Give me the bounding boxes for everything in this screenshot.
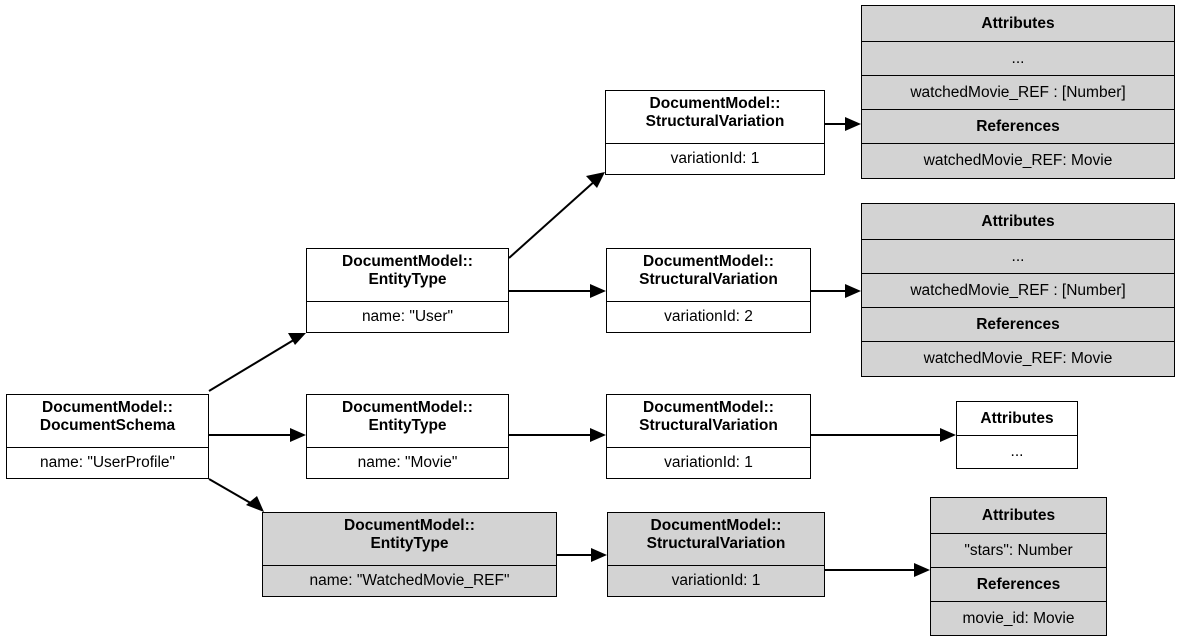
node-structural-variation-user-2-title-line1: DocumentModel:: bbox=[643, 253, 774, 270]
node-structural-variation-user-1-attr-variationid: variationId: 1 bbox=[606, 143, 824, 174]
edge-variation-movie1-to-details bbox=[811, 428, 956, 442]
node-structural-variation-movie-1-attr-variationid: variationId: 1 bbox=[607, 447, 810, 478]
edge-variation-user2-to-details bbox=[811, 284, 861, 298]
node-details-user-2-ref-watchedmovie-ref: watchedMovie_REF: Movie bbox=[862, 341, 1174, 376]
node-details-user-2-attr-ellipsis: ... bbox=[862, 239, 1174, 273]
node-structural-variation-user-1[interactable]: DocumentModel:: StructuralVariation vari… bbox=[605, 90, 825, 175]
node-entity-type-movie-attr-name: name: "Movie" bbox=[307, 447, 508, 478]
edge-movie-to-variation-1 bbox=[509, 428, 606, 442]
node-details-movie-1-attributes-header: Attributes bbox=[980, 409, 1054, 427]
node-details-user-1-attr-watchedmovie-ref: watchedMovie_REF : [Number] bbox=[862, 75, 1174, 109]
node-details-user-2[interactable]: Attributes ... watchedMovie_REF : [Numbe… bbox=[861, 203, 1175, 377]
node-entity-type-user-title-line1: DocumentModel:: bbox=[342, 253, 473, 270]
node-structural-variation-user-2-attr-variationid: variationId: 2 bbox=[607, 301, 810, 332]
node-document-schema-title-line1: DocumentModel:: bbox=[42, 399, 173, 416]
edge-user-to-variation-1 bbox=[508, 172, 605, 259]
node-entity-type-movie[interactable]: DocumentModel:: EntityType name: "Movie" bbox=[306, 394, 509, 479]
node-document-schema-title-line2: DocumentSchema bbox=[39, 416, 176, 434]
node-entity-type-movie-title-line2: EntityType bbox=[368, 416, 447, 434]
edge-schema-to-user bbox=[208, 333, 306, 392]
node-structural-variation-user-1-title: DocumentModel:: StructuralVariation bbox=[606, 91, 824, 143]
edge-schema-to-movie bbox=[209, 428, 306, 442]
node-details-ref-1-ref-movie-id: movie_id: Movie bbox=[931, 601, 1106, 635]
node-details-user-1[interactable]: Attributes ... watchedMovie_REF : [Numbe… bbox=[861, 5, 1175, 179]
node-details-user-2-attributes-header: Attributes bbox=[981, 212, 1055, 230]
node-details-user-1-attributes-header: Attributes bbox=[981, 14, 1055, 32]
node-document-schema-attr-name: name: "UserProfile" bbox=[7, 447, 208, 478]
node-structural-variation-user-1-title-line2: StructuralVariation bbox=[645, 112, 785, 130]
node-entity-type-movie-title-line1: DocumentModel:: bbox=[342, 399, 473, 416]
node-entity-type-user-title-line2: EntityType bbox=[368, 270, 447, 288]
node-entity-type-user-title: DocumentModel:: EntityType bbox=[307, 249, 508, 301]
node-details-ref-1[interactable]: Attributes "stars": Number References mo… bbox=[930, 497, 1107, 636]
edge-schema-to-watchedmovie-ref bbox=[208, 478, 264, 512]
node-details-user-1-attr-ellipsis: ... bbox=[862, 41, 1174, 75]
node-document-schema[interactable]: DocumentModel:: DocumentSchema name: "Us… bbox=[6, 394, 209, 479]
node-details-user-1-references-header: References bbox=[862, 109, 1174, 143]
edge-user-to-variation-2 bbox=[509, 284, 606, 298]
edge-variation-ref1-to-details bbox=[825, 563, 930, 577]
node-structural-variation-user-2[interactable]: DocumentModel:: StructuralVariation vari… bbox=[606, 248, 811, 333]
node-entity-type-movie-title: DocumentModel:: EntityType bbox=[307, 395, 508, 447]
node-details-ref-1-references-header: References bbox=[931, 567, 1106, 601]
node-structural-variation-ref-1-title-line1: DocumentModel:: bbox=[650, 517, 782, 534]
node-entity-type-watchedmovie-ref-title: DocumentModel:: EntityType bbox=[263, 513, 556, 565]
edge-watchedmovie-ref-to-variation-1 bbox=[557, 548, 607, 562]
node-entity-type-user-attr-name: name: "User" bbox=[307, 301, 508, 332]
node-structural-variation-user-2-title-line2: StructuralVariation bbox=[639, 270, 778, 288]
node-details-movie-1-attr-ellipsis: ... bbox=[957, 435, 1077, 468]
node-structural-variation-movie-1[interactable]: DocumentModel:: StructuralVariation vari… bbox=[606, 394, 811, 479]
node-entity-type-watchedmovie-ref-title-line1: DocumentModel:: bbox=[344, 517, 475, 534]
node-entity-type-watchedmovie-ref[interactable]: DocumentModel:: EntityType name: "Watche… bbox=[262, 512, 557, 597]
node-structural-variation-user-1-title-line1: DocumentModel:: bbox=[649, 95, 781, 112]
node-details-ref-1-attributes-header: Attributes bbox=[981, 506, 1056, 524]
node-entity-type-user[interactable]: DocumentModel:: EntityType name: "User" bbox=[306, 248, 509, 333]
node-structural-variation-ref-1-title: DocumentModel:: StructuralVariation bbox=[608, 513, 824, 565]
node-structural-variation-movie-1-title-line1: DocumentModel:: bbox=[643, 399, 774, 416]
node-details-ref-1-attr-stars: "stars": Number bbox=[931, 533, 1106, 567]
node-document-schema-title: DocumentModel:: DocumentSchema bbox=[7, 395, 208, 447]
node-entity-type-watchedmovie-ref-title-line2: EntityType bbox=[370, 534, 449, 552]
node-entity-type-watchedmovie-ref-attr-name: name: "WatchedMovie_REF" bbox=[263, 565, 556, 596]
node-details-user-1-ref-watchedmovie-ref: watchedMovie_REF: Movie bbox=[862, 143, 1174, 178]
edge-variation-user1-to-details bbox=[825, 117, 861, 131]
node-structural-variation-ref-1[interactable]: DocumentModel:: StructuralVariation vari… bbox=[607, 512, 825, 597]
node-structural-variation-ref-1-title-line2: StructuralVariation bbox=[646, 534, 786, 552]
node-structural-variation-movie-1-title-line2: StructuralVariation bbox=[639, 416, 778, 434]
node-details-movie-1[interactable]: Attributes ... bbox=[956, 401, 1078, 469]
node-structural-variation-user-2-title: DocumentModel:: StructuralVariation bbox=[607, 249, 810, 301]
node-structural-variation-movie-1-title: DocumentModel:: StructuralVariation bbox=[607, 395, 810, 447]
node-details-user-2-references-header: References bbox=[862, 307, 1174, 341]
node-structural-variation-ref-1-attr-variationid: variationId: 1 bbox=[608, 565, 824, 596]
node-details-user-2-attr-watchedmovie-ref: watchedMovie_REF : [Number] bbox=[862, 273, 1174, 307]
